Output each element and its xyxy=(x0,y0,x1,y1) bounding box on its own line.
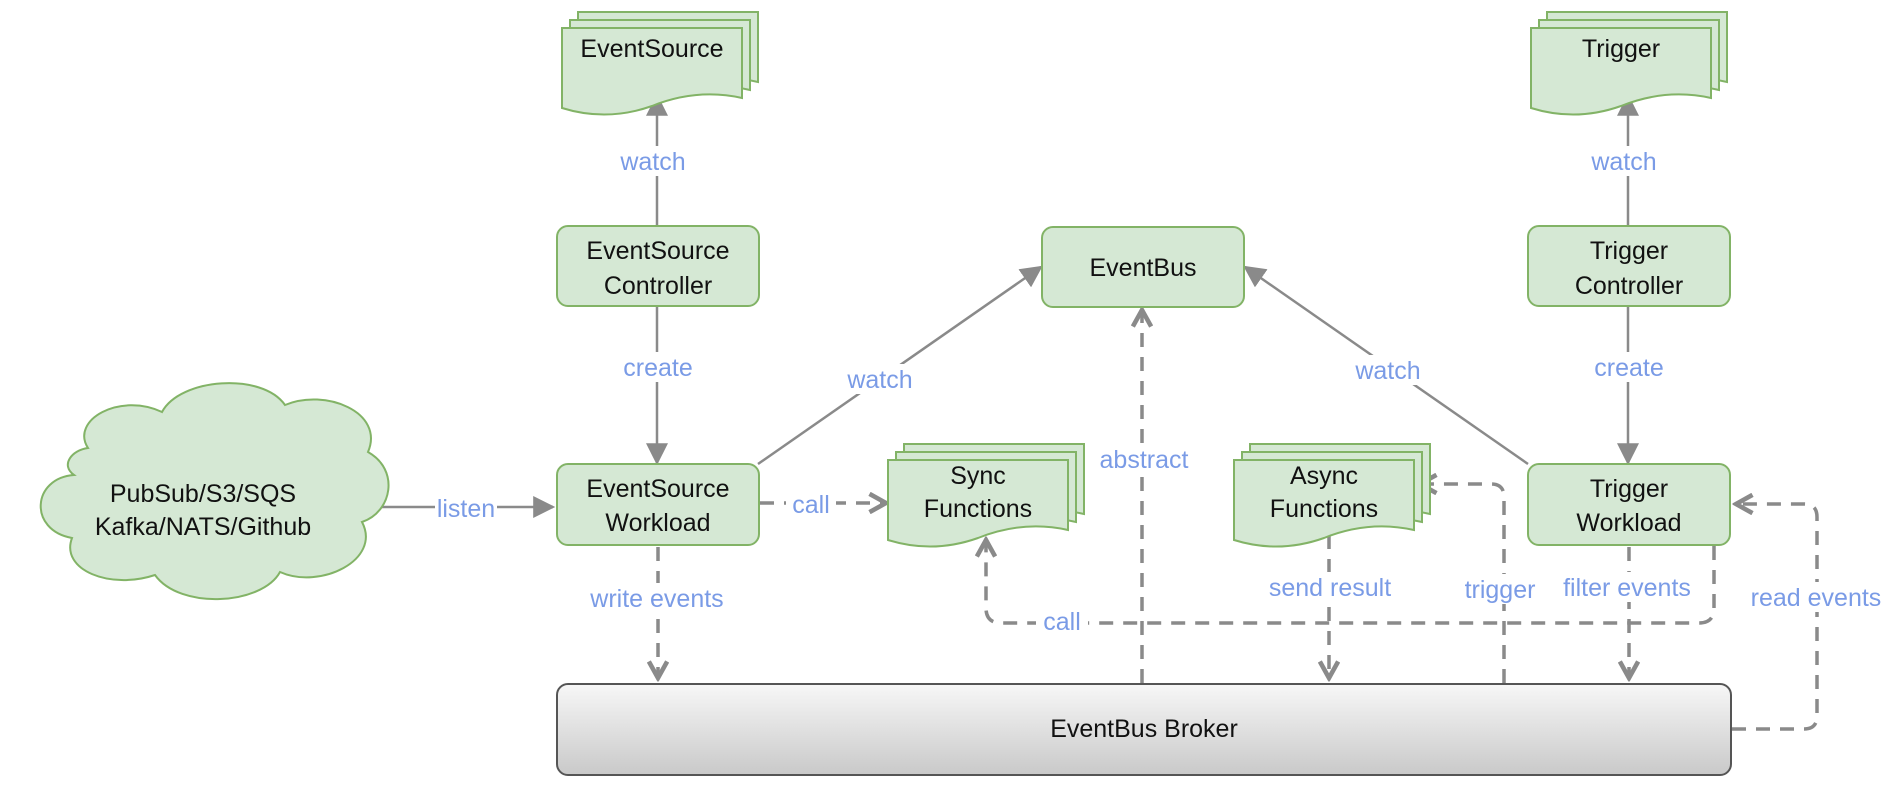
node-eventsource-workload: EventSource Workload xyxy=(556,463,760,546)
node-external-sources: PubSub/S3/SQS Kafka/NATS/Github xyxy=(39,382,390,601)
edge-labels: watch watch create create watch watch ab… xyxy=(435,146,1890,637)
label-esw-watch-bus: watch xyxy=(846,366,912,394)
label-call-sync: call xyxy=(792,491,830,519)
edge-trigger xyxy=(1420,484,1506,683)
node-trigger: Trigger xyxy=(1530,11,1728,116)
node-eventbus-broker: EventBus Broker xyxy=(556,683,1732,776)
trigger-controller-line2: Controller xyxy=(1575,272,1683,300)
eventsource-workload-line2: Workload xyxy=(605,509,710,537)
node-trigger-controller: Trigger Controller xyxy=(1527,225,1731,307)
eventbus-label: EventBus xyxy=(1089,254,1196,282)
external-sources-line2: Kafka/NATS/Github xyxy=(95,513,311,541)
label-listen: listen xyxy=(437,495,495,523)
node-async-functions: Async Functions xyxy=(1233,443,1431,548)
edges xyxy=(362,93,1819,731)
external-sources-line1: PubSub/S3/SQS xyxy=(110,480,296,508)
doc-layer-front xyxy=(1530,27,1712,116)
sync-functions-line1: Sync xyxy=(950,462,1006,490)
label-tr-create: create xyxy=(1594,354,1663,382)
async-functions-line1: Async xyxy=(1290,462,1358,490)
trigger-workload-line1: Trigger xyxy=(1590,475,1668,503)
label-es-create: create xyxy=(623,354,692,382)
eventbus-broker-label: EventBus Broker xyxy=(1050,715,1238,743)
eventsource-controller-line1: EventSource xyxy=(586,237,729,265)
node-eventsource: EventSource xyxy=(561,11,759,116)
label-abstract: abstract xyxy=(1100,446,1189,474)
cloud-shape xyxy=(39,382,390,601)
eventsource-controller-line2: Controller xyxy=(604,272,712,300)
eventsource-label: EventSource xyxy=(580,35,723,63)
sync-functions-line2: Functions xyxy=(924,495,1032,523)
trigger-label: Trigger xyxy=(1582,35,1660,63)
label-send-result: send result xyxy=(1269,574,1391,602)
edge-call-back xyxy=(986,540,1716,625)
label-read-events: read events xyxy=(1751,584,1882,612)
label-tr-watch: watch xyxy=(1590,148,1656,176)
doc-layer-front xyxy=(561,27,743,116)
eventsource-workload-line1: EventSource xyxy=(586,475,729,503)
node-trigger-workload: Trigger Workload xyxy=(1527,463,1731,546)
doc-layer-front xyxy=(1233,459,1415,548)
async-functions-line2: Functions xyxy=(1270,495,1378,523)
label-filter-events: filter events xyxy=(1563,574,1691,602)
node-sync-functions: Sync Functions xyxy=(887,443,1085,548)
edge-read-events xyxy=(1732,504,1819,731)
label-call-back: call xyxy=(1043,608,1081,636)
label-es-watch: watch xyxy=(619,148,685,176)
node-eventsource-controller: EventSource Controller xyxy=(556,225,760,307)
trigger-controller-line1: Trigger xyxy=(1590,237,1668,265)
doc-layer-front xyxy=(887,459,1069,548)
label-trigger: trigger xyxy=(1465,576,1536,604)
trigger-workload-line2: Workload xyxy=(1576,509,1681,537)
label-write-events: write events xyxy=(589,585,723,613)
node-eventbus: EventBus xyxy=(1041,226,1245,308)
label-trw-watch-bus: watch xyxy=(1354,357,1420,385)
